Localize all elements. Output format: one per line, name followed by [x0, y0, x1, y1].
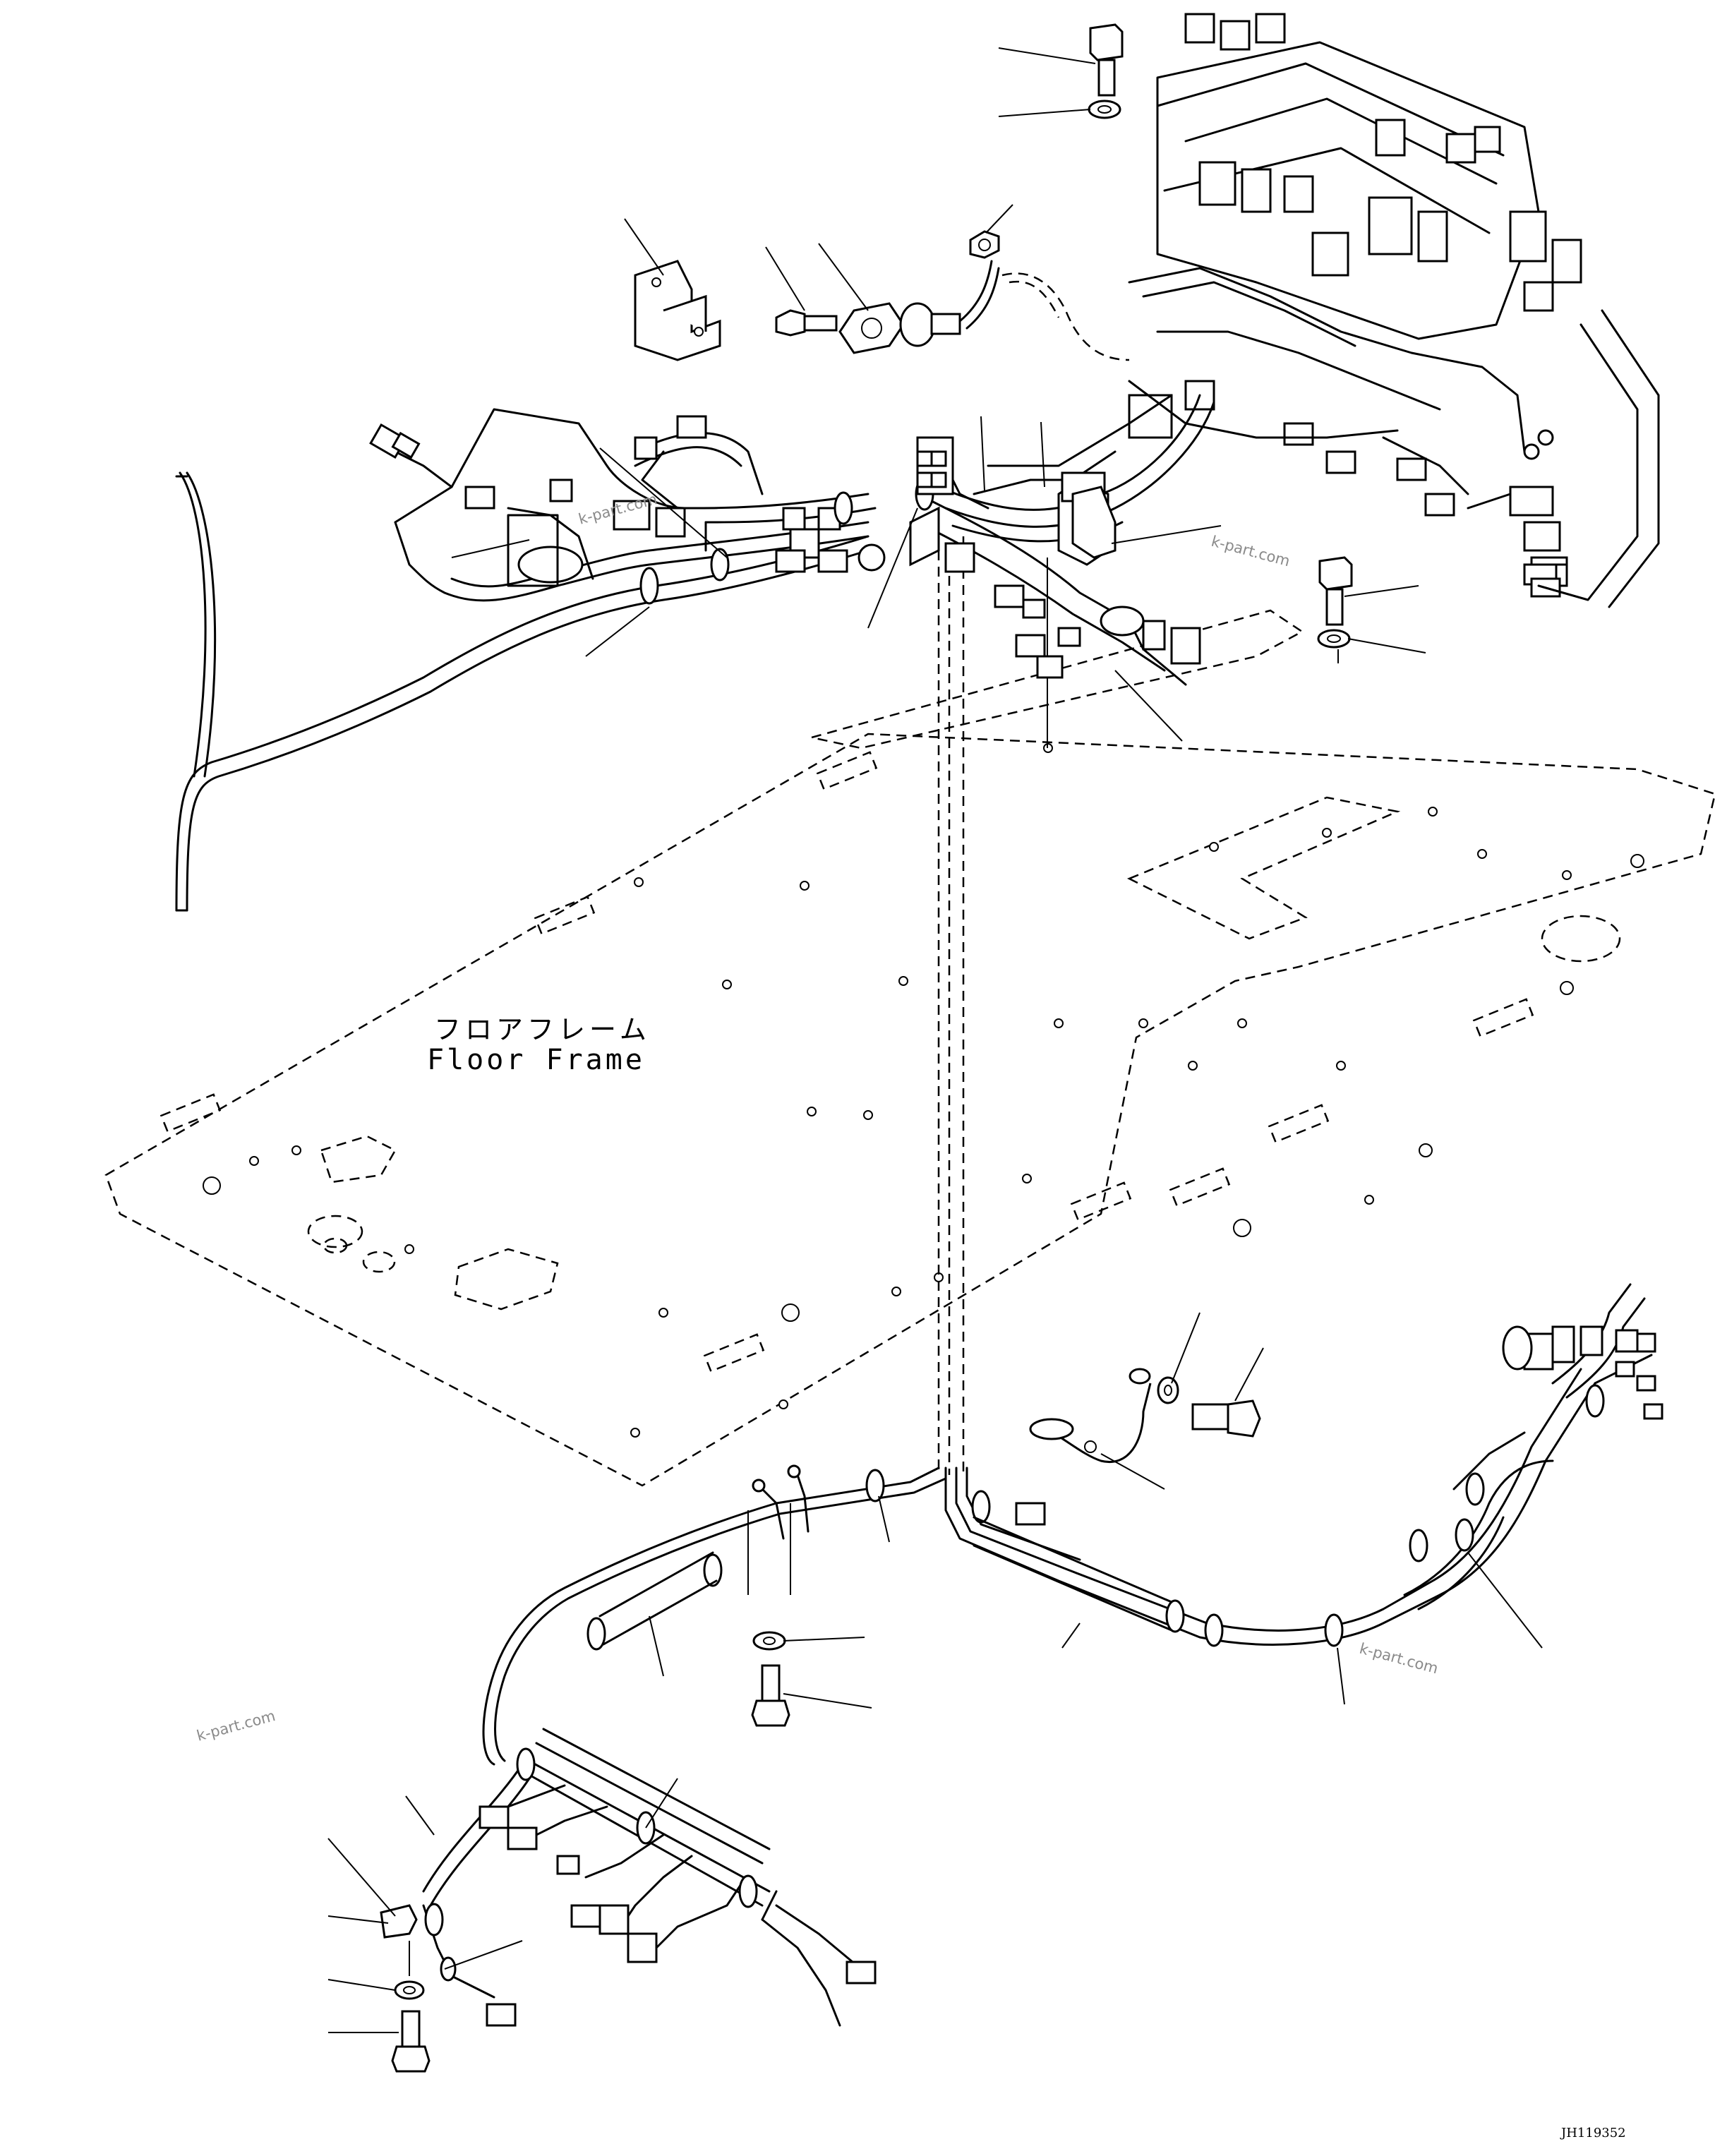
floor-frame-label: フロアフレーム Floor Frame [427, 1014, 651, 1076]
floor-label-japanese: フロアフレーム [434, 1014, 651, 1045]
upper-wiring-harness [175, 394, 1215, 912]
floor-label-english: Floor Frame [427, 1044, 645, 1076]
harness-routing-through-floor [937, 536, 1339, 1475]
drawing-code: JH119352 [1560, 2126, 1626, 2140]
floor-frame [104, 609, 1715, 1487]
lower-wiring-harness [380, 1283, 1663, 2073]
watermark: k-part.com [195, 1707, 277, 1745]
exploded-fasteners-top [634, 23, 1353, 649]
watermark: k-part.com [1358, 1640, 1440, 1678]
watermarks: k-part.com k-part.com k-part.com k-part.… [195, 490, 1440, 1745]
watermark: k-part.com [1210, 533, 1292, 570]
cab-fuse-box-assembly [1128, 13, 1660, 608]
leader-lines [327, 47, 1543, 2033]
